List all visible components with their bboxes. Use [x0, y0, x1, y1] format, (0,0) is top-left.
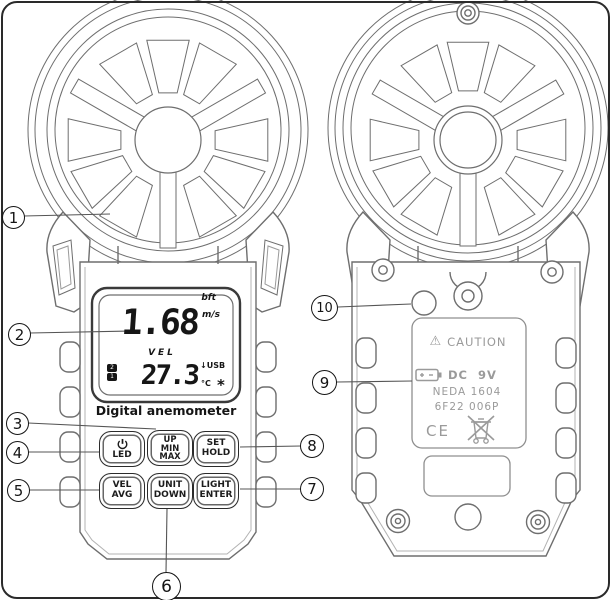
callout-4: 4 — [6, 441, 29, 464]
lcd-usb-indicator: ↓USB — [200, 361, 225, 370]
callout-3-number: 3 — [12, 414, 23, 433]
avg-label: AVG — [111, 490, 133, 500]
lcd-memory-icon: 2 1 — [107, 364, 117, 381]
bluetooth-icon: * — [217, 376, 225, 394]
set-label: SET — [206, 438, 226, 449]
weee-icon — [467, 415, 495, 444]
callout-2-number: 2 — [14, 325, 25, 344]
hold-label: HOLD — [201, 448, 231, 458]
callout-8: 8 — [300, 434, 324, 458]
lcd-speed-value: 1.68 — [120, 303, 200, 343]
unit-down-button: UNIT DOWN — [147, 473, 193, 509]
vel-avg-button: VEL AVG — [99, 473, 145, 509]
leader-lines — [23, 213, 413, 573]
power-led-button: LED — [99, 431, 145, 467]
lcd-bft-unit: bft — [201, 293, 216, 303]
callout-6: 6 — [152, 572, 181, 600]
back-impeller — [327, 0, 609, 269]
up-min-max-button: UP MIN MAX — [147, 430, 193, 466]
power-led-button-label: LED — [112, 449, 132, 460]
callout-7-number: 7 — [307, 480, 317, 498]
usb-arrow-icon: ↓ — [200, 361, 207, 370]
callout-7: 7 — [300, 477, 324, 501]
battery-standard-2: 6F22 006P — [434, 401, 500, 413]
callout-10-number: 10 — [316, 300, 333, 316]
unit-label: UNIT — [157, 480, 183, 491]
lcd-speed-unit: m/s — [201, 310, 220, 320]
max-label: MAX — [159, 451, 181, 462]
callout-5: 5 — [7, 479, 30, 502]
sensor-hole — [411, 290, 437, 316]
min-label: MIN — [160, 442, 180, 453]
lcd-temp-unit: °C — [201, 379, 211, 388]
down-label: DOWN — [153, 490, 187, 500]
tripod-hole — [454, 503, 482, 531]
callout-3: 3 — [6, 412, 29, 435]
lcd-temp-value: 27.3 — [139, 360, 200, 391]
callout-2: 2 — [8, 323, 31, 346]
battery-icon — [415, 368, 442, 382]
light-enter-button: LIGHT ENTER — [193, 473, 239, 509]
callout-1-number: 1 — [8, 208, 19, 227]
caution-row: ⚠ CAUTION — [418, 334, 518, 349]
enter-label: ENTER — [199, 490, 233, 500]
vel-label: VEL — [112, 480, 132, 491]
back-body — [346, 1, 590, 557]
screws — [371, 1, 564, 535]
back-grips — [355, 337, 577, 504]
battery-door — [423, 455, 511, 497]
callout-6-number: 6 — [161, 576, 172, 597]
label-plate — [411, 317, 527, 497]
callout-8-number: 8 — [307, 437, 317, 455]
memory-icon-bottom: 1 — [107, 373, 117, 381]
ce-mark: CE — [426, 422, 450, 440]
front-impeller — [27, 0, 309, 271]
up-label: UP — [163, 433, 177, 444]
callout-10: 10 — [311, 295, 338, 321]
callout-4-number: 4 — [12, 443, 23, 462]
pivot-bracket — [449, 271, 487, 311]
power-icon — [117, 438, 127, 449]
set-hold-button: SET HOLD — [193, 431, 239, 467]
callout-1: 1 — [2, 206, 25, 229]
power-spec-label: DC 9V — [448, 368, 497, 382]
product-name-label: Digital anemometer — [95, 403, 237, 418]
light-label: LIGHT — [200, 480, 232, 491]
battery-standard-1: NEDA 1604 — [432, 386, 502, 398]
lcd-mode-label: VEL — [148, 348, 176, 358]
callout-5-number: 5 — [13, 481, 24, 500]
caution-label: CAUTION — [447, 334, 507, 349]
callout-9: 9 — [312, 370, 337, 395]
callout-9-number: 9 — [319, 373, 330, 392]
lcd-usb-label: USB — [206, 361, 226, 370]
lcd-bezel — [90, 286, 242, 404]
warning-triangle-icon: ⚠ — [429, 334, 442, 349]
memory-icon-top: 2 — [107, 364, 117, 372]
